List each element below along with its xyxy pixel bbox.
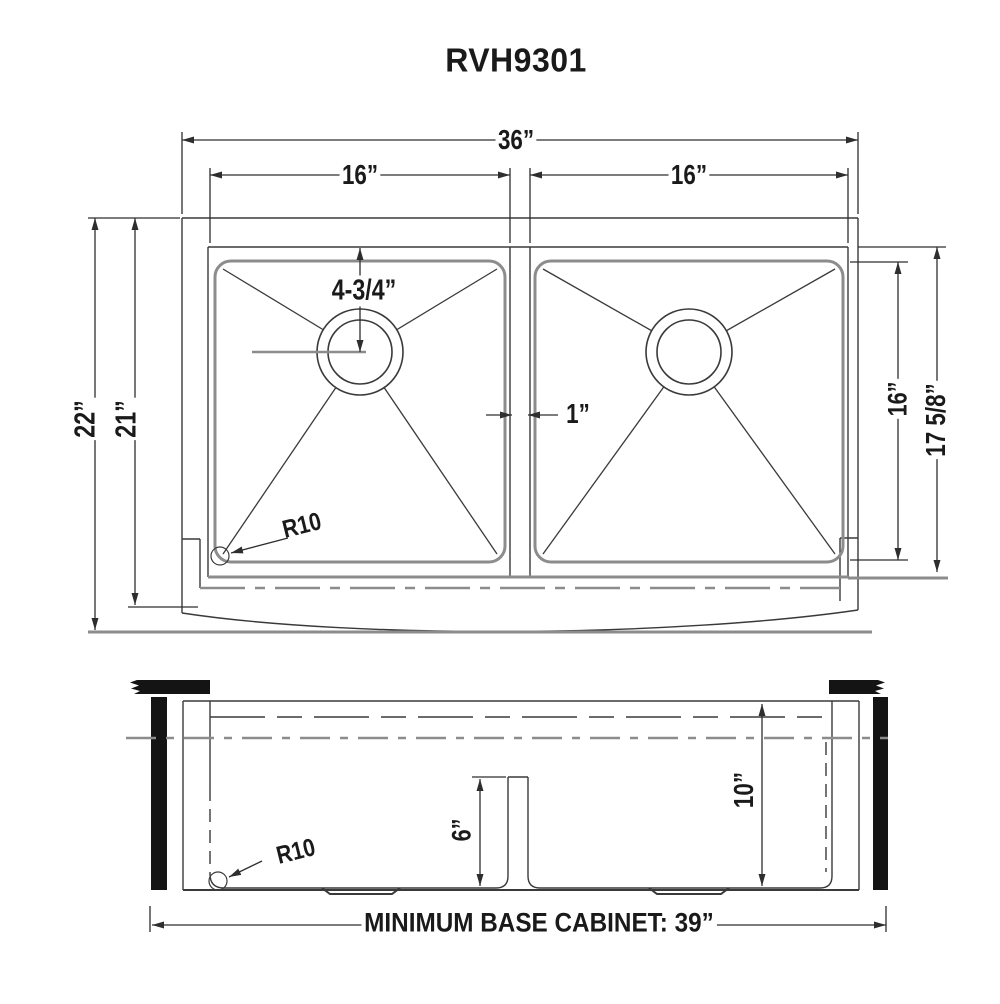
top-view-outline [181, 217, 859, 633]
countertop-break-left [130, 680, 210, 890]
cabinet-wall-left [151, 697, 167, 890]
dim-overall-depth-label: 22” [70, 397, 102, 441]
dim-divider-height-label: 6” [447, 816, 477, 844]
cabinet-wall-right [873, 697, 888, 890]
dim-bowl-front-back-label: 16” [883, 379, 913, 419]
dim-right-bowl-width-label: 16” [668, 160, 710, 190]
r10-corner-mark-front [208, 871, 228, 891]
dim-opening-front-back-label: 17 5/8” [920, 380, 951, 460]
base-cabinet-note: MINIMUM BASE CABINET: 39” [361, 908, 717, 938]
dim-overall-width-label: 36” [495, 125, 537, 155]
dim-drain-offset-label: 4-3/4” [329, 275, 399, 307]
drain-circles [316, 308, 733, 396]
r10-corner-mark-top [210, 546, 230, 566]
right-drain-inner [656, 319, 722, 385]
dim-divider-width-label: 1” [563, 399, 593, 429]
front-view-outline [182, 700, 860, 895]
drawing-title: RVH9301 [442, 42, 590, 78]
dim-inner-depth-label: 21” [111, 397, 143, 441]
dim-left-bowl-width-label: 16” [339, 160, 381, 190]
countertop-break-right [829, 680, 888, 890]
top-view-bowl-diagonals [222, 268, 836, 555]
top-view-bowl-rims [88, 259, 948, 634]
dim-bowl-depth-label: 10” [728, 769, 759, 811]
